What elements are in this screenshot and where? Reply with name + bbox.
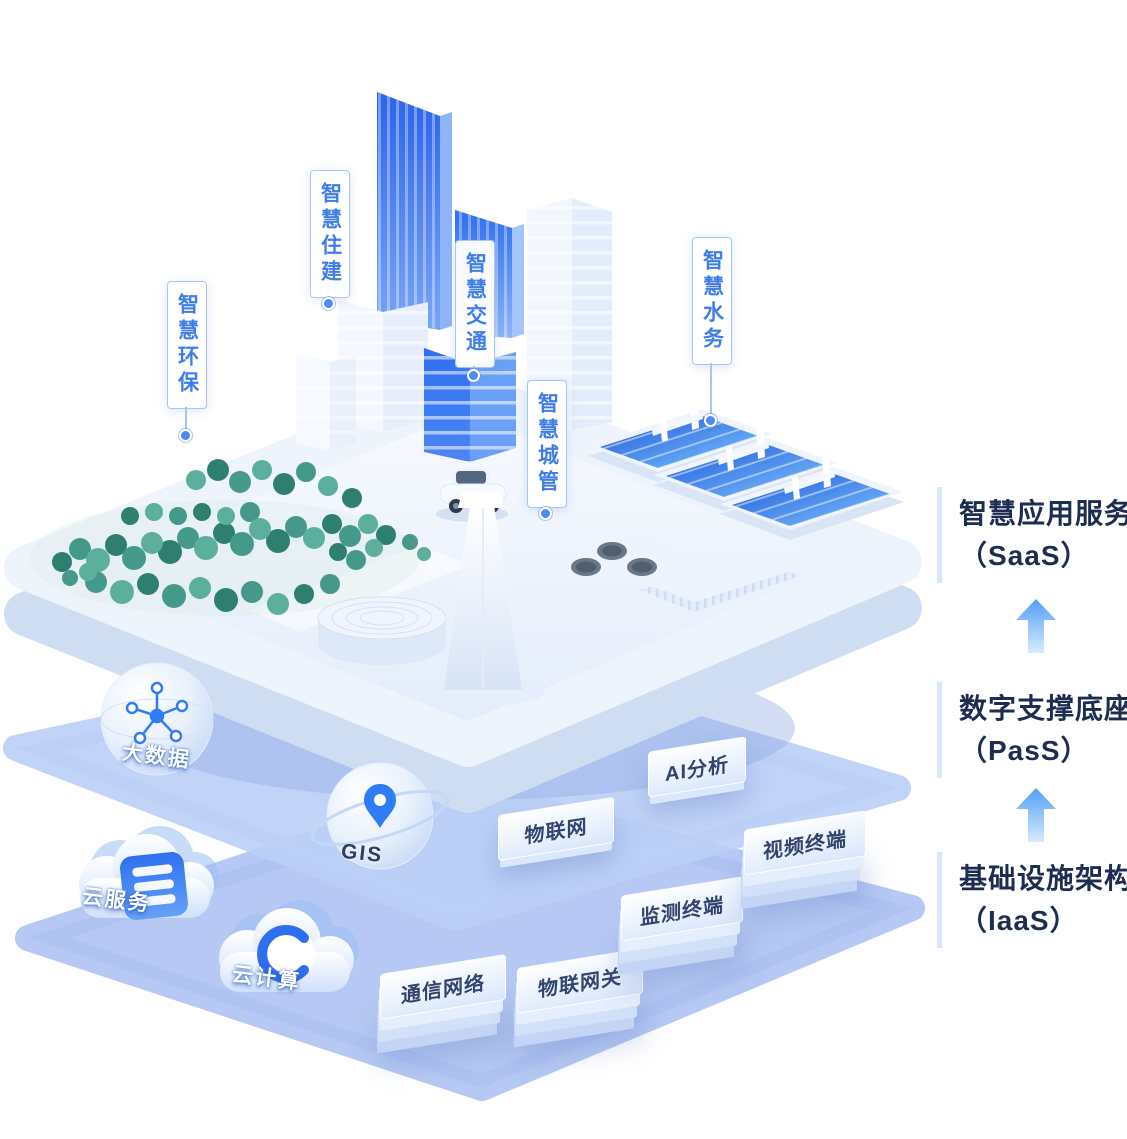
- up-arrow-icon: [1016, 788, 1056, 842]
- item-label: 通信网络: [401, 971, 485, 1008]
- iaas-title: 基础设施架构: [959, 863, 1127, 894]
- small-white-blocks: [296, 354, 356, 450]
- item-label: AI分析: [665, 753, 729, 786]
- callout-label: 智慧住建: [318, 182, 342, 286]
- callout-smart-water: 智慧水务: [692, 237, 732, 365]
- item-label: GIS: [339, 839, 385, 868]
- item-cloud-service: 云服务: [52, 806, 232, 946]
- callout-smart-housing: 智慧住建: [310, 170, 350, 298]
- saas-title: 智慧应用服务: [959, 498, 1127, 529]
- item-label: 物联网: [524, 815, 588, 848]
- up-arrow-icon: [1016, 599, 1056, 653]
- park-trees: [30, 459, 431, 616]
- iaas-subtitle: （IaaS）: [959, 905, 1079, 936]
- pass-title: 数字支撑底座: [959, 693, 1127, 724]
- callout-dot-marker: [467, 369, 480, 382]
- water-treatment-panels: [588, 396, 904, 540]
- item-cloud-computing: 云计算: [192, 880, 372, 1020]
- right-label-iaas: 基础设施架构 （IaaS）: [937, 852, 1127, 948]
- item-label: 物联网关: [538, 965, 622, 1002]
- callout-dot-marker: [704, 414, 717, 427]
- right-label-saas: 智慧应用服务 （SaaS）: [937, 487, 1127, 583]
- server-stack-icon: [120, 852, 188, 920]
- callout-smart-traffic: 智慧交通: [455, 240, 495, 368]
- monument-tower: [421, 492, 545, 706]
- gis-globe-icon: [311, 762, 449, 870]
- saas-subtitle: （SaaS）: [959, 540, 1090, 571]
- big-data-globe-icon: [100, 662, 214, 776]
- item-label: 监测终端: [640, 893, 724, 930]
- item-label: 视频终端: [763, 827, 847, 864]
- city-illustration: [3, 92, 925, 1101]
- location-pin-icon: [364, 784, 396, 828]
- pass-subtitle: （PasS）: [959, 735, 1090, 766]
- blue-building-front: [424, 348, 516, 462]
- white-towers: [527, 198, 612, 438]
- callout-label: 智慧水务: [700, 249, 724, 353]
- item-big-data: 大数据: [98, 660, 216, 783]
- callout-label: 智慧城管: [535, 392, 559, 496]
- callout-smart-environment: 智慧环保: [167, 281, 207, 409]
- blue-tower-tall: [377, 92, 452, 330]
- callout-label: 智慧环保: [175, 293, 199, 397]
- cloud-c-icon: [219, 900, 359, 992]
- callout-dot-marker: [179, 429, 192, 442]
- callout-leader-line: [710, 363, 712, 417]
- callout-dot-marker: [539, 507, 552, 520]
- right-label-pass: 数字支撑底座 （PasS）: [937, 682, 1127, 778]
- item-gis: GIS: [305, 756, 455, 883]
- callout-leader-line: [185, 407, 187, 433]
- cylinder-tank: [317, 596, 447, 665]
- callout-label: 智慧交通: [463, 252, 487, 356]
- network-nodes-icon: [125, 681, 189, 745]
- service-blocks: [560, 534, 800, 612]
- callout-smart-city-mgmt: 智慧城管: [527, 380, 567, 508]
- cloud-server-icon: [79, 826, 219, 920]
- callout-dot-marker: [322, 297, 335, 310]
